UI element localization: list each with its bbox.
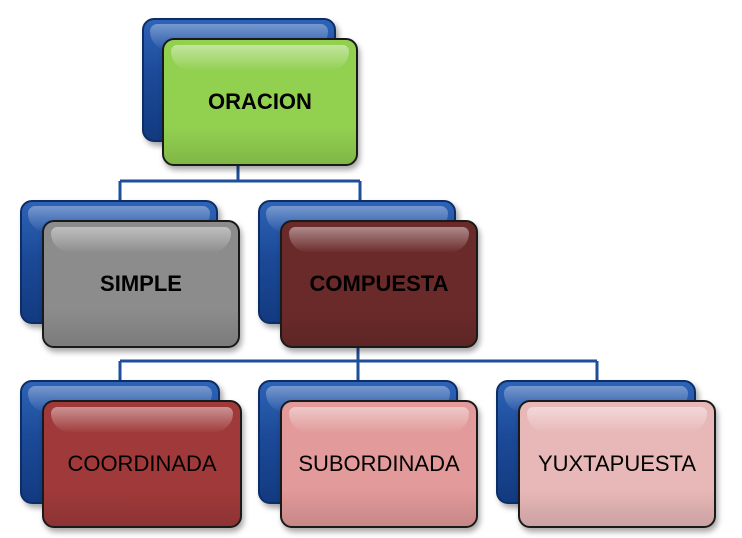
node-subordinada-label: SUBORDINADA [298,451,460,476]
node-subordinada-box: SUBORDINADA [280,400,478,528]
node-compuesta-label: COMPUESTA [309,271,449,296]
node-oracion-box: ORACION [162,38,358,166]
node-simple-label: SIMPLE [100,271,182,296]
node-oracion-label: ORACION [208,89,312,114]
node-coordinada-label: COORDINADA [67,451,217,476]
node-coordinada-box: COORDINADA [42,400,242,528]
node-yuxtapuesta-label: YUXTAPUESTA [537,451,697,476]
node-simple-box: SIMPLE [42,220,240,348]
node-compuesta-box: COMPUESTA [280,220,478,348]
node-yuxtapuesta-box: YUXTAPUESTA [518,400,716,528]
